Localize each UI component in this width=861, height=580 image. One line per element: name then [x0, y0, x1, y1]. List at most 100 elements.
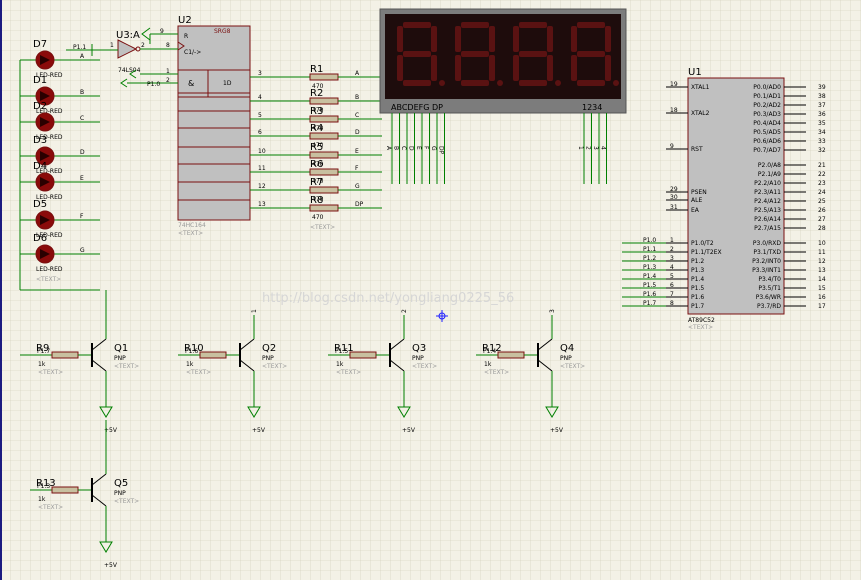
- u2-r-label: R: [184, 33, 188, 40]
- segment-net: B: [355, 94, 359, 101]
- u1-left-pin-name: XTAL1: [691, 84, 710, 91]
- u1-left-pin-name: P1.5: [691, 285, 704, 292]
- u1-right-pin-name: P0.2/AD2: [753, 102, 781, 109]
- resistor-text-tag: <TEXT>: [484, 369, 509, 376]
- u1-left-pin-name: P1.2: [691, 258, 704, 265]
- u1-left-pin-name: P1.0/T2: [691, 240, 714, 247]
- watermark: http://blog.csdn.net/yongliang0225_56: [262, 291, 514, 306]
- ground-icon: [99, 406, 113, 418]
- display-segment-pin: G: [430, 146, 437, 151]
- u2-part: 74HC164: [178, 222, 206, 229]
- shift-register-u2[interactable]: U2 SRG8 R C1/-> & 1D 74HC164 <TEXT>: [177, 15, 251, 237]
- u1-right-pin-name: P2.6/A14: [754, 216, 781, 223]
- u1-right-pin-name: P0.5/AD5: [753, 129, 781, 136]
- u2-output-pin: 11: [258, 165, 266, 172]
- display-segment-pin: D: [408, 146, 415, 151]
- net-p10: P1.0: [147, 81, 160, 88]
- transistor-text-tag: <TEXT>: [262, 363, 287, 370]
- ground-icon: [99, 541, 113, 553]
- led-net: B: [80, 89, 84, 96]
- display-digit-pin: 1: [577, 146, 584, 150]
- digit-net: 3: [549, 309, 556, 313]
- display-segment-label: ABCDEFG DP: [391, 103, 443, 112]
- u1-net-label: P1.7: [643, 300, 656, 307]
- led-ref: D5: [33, 199, 47, 210]
- u1-net-label: P1.3: [643, 264, 656, 271]
- u1-right-pin-number: 17: [818, 303, 826, 310]
- segment-resistor-ref: R1: [310, 64, 323, 75]
- u1-net-label: P1.4: [643, 273, 656, 280]
- supply-label: +5V: [550, 427, 564, 434]
- led-ref: D6: [33, 233, 47, 244]
- u1-part: AT89C52: [688, 317, 715, 324]
- base-resistor-ref: R11: [334, 343, 354, 354]
- segment-net: D: [355, 129, 360, 136]
- segment-resistor-value: 470: [312, 196, 324, 203]
- u1-left-pin-number: 1: [670, 237, 674, 244]
- seven-segment-display[interactable]: ABCDEFG DP 1234: [379, 8, 627, 114]
- u1-left-pin-number: 31: [670, 204, 678, 211]
- u1-text: <TEXT>: [688, 324, 713, 331]
- base-resistor-ref: R13: [36, 478, 56, 489]
- u2-text: <TEXT>: [178, 230, 203, 237]
- u1-right-pin-name: P2.7/A15: [754, 225, 781, 232]
- u2-srg8-label: SRG8: [214, 28, 231, 35]
- segment-resistor-value: 470: [312, 214, 324, 221]
- led-ref: D3: [33, 135, 47, 146]
- u2-and-label: &: [188, 79, 194, 88]
- led-text-tag: <TEXT>: [36, 276, 61, 283]
- segment-resistor-ref: R4: [310, 123, 323, 134]
- u1-right-pin-name: P3.5/T1: [758, 285, 781, 292]
- resistor-text-tag: <TEXT>: [336, 369, 361, 376]
- u1-right-pin-name: P2.3/A11: [754, 189, 781, 196]
- u1-right-pin-number: 25: [818, 198, 826, 205]
- ground-icon: [545, 406, 559, 418]
- transistor-text-tag: <TEXT>: [114, 498, 139, 505]
- base-resistor-value: 1k: [38, 496, 46, 503]
- base-resistor-value: 1k: [336, 361, 344, 368]
- transistor-type: PNP: [560, 355, 572, 362]
- u1-left-pin-number: 7: [670, 291, 674, 298]
- u1-right-pin-name: P3.6/WR: [756, 294, 781, 301]
- u1-ref: U1: [688, 67, 702, 78]
- segment-resistor-value: 470: [312, 161, 324, 168]
- led-part: LED-RED: [36, 72, 63, 79]
- u2-output-pin: 5: [258, 112, 262, 119]
- segment-resistor-ref: R3: [310, 106, 323, 117]
- u2-pin9: 9: [160, 28, 164, 35]
- led-net: F: [80, 213, 84, 220]
- transistor-net: P1.6: [185, 348, 198, 355]
- u1-left-pin-number: 30: [670, 194, 678, 201]
- transistor-type: PNP: [114, 490, 126, 497]
- u1-right-pin-number: 13: [818, 267, 826, 274]
- display-digit-pin: 2: [585, 146, 592, 150]
- segment-resistor-value: 470: [312, 125, 324, 132]
- u1-left-pin-name: EA: [691, 207, 700, 214]
- led-net: C: [80, 115, 84, 122]
- display-segment-pin: B: [393, 146, 400, 150]
- u2-output-pin: 10: [258, 148, 266, 155]
- top-wiring: [66, 27, 178, 88]
- ground-icon: [247, 406, 261, 418]
- u1-left-pin-name: XTAL2: [691, 110, 710, 117]
- segment-resistor-ref: R8: [310, 195, 323, 206]
- u1-left-pin-number: 2: [670, 246, 674, 253]
- led-part: LED-RED: [36, 108, 63, 115]
- u1-left-pin-number: 9: [670, 143, 674, 150]
- digit-net: 2: [401, 309, 408, 313]
- u1-right-pin-number: 15: [818, 285, 826, 292]
- cursor-marker-icon: [436, 310, 448, 322]
- u1-right-pin-number: 32: [818, 147, 826, 154]
- u1-net-label: P1.2: [643, 255, 656, 262]
- transistor-type: PNP: [262, 355, 274, 362]
- transistor-type: PNP: [114, 355, 126, 362]
- led-ref: D4: [33, 161, 47, 172]
- led-column: D7LED-REDAD1LED-REDBD2LED-REDCD3LED-REDD…: [19, 39, 100, 290]
- u1-right-pin-number: 39: [818, 84, 826, 91]
- u1-right-pin-name: P2.1/A9: [758, 171, 781, 178]
- u1-right-pin-number: 26: [818, 207, 826, 214]
- base-resistor-value: 1k: [484, 361, 492, 368]
